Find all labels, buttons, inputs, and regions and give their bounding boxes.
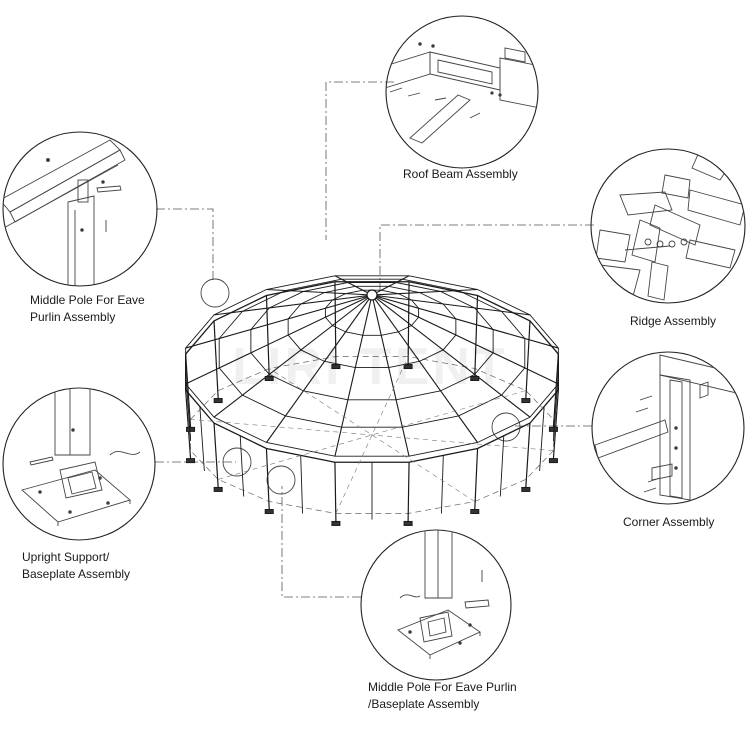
baseplate [213, 486, 223, 492]
baseplate [521, 398, 531, 404]
rafter [371, 294, 559, 349]
label-middle-pole-eave-purlin: Middle Pole For Eave Purlin Assembly [30, 293, 145, 324]
callout-circles [200, 278, 521, 495]
baseplate [403, 364, 413, 370]
upright [334, 281, 337, 365]
callout-upright [222, 447, 252, 477]
rafter [185, 294, 373, 349]
upright [552, 354, 559, 428]
leader-roof [325, 81, 394, 240]
middle-pole [185, 371, 192, 442]
rafter [213, 294, 373, 316]
floor-brace [269, 368, 475, 502]
watermark: LIRI TENT [232, 338, 508, 396]
middle-pole [239, 435, 245, 497]
upright [407, 462, 410, 522]
upright [185, 354, 192, 428]
leader-mid [281, 486, 361, 598]
middle-pole [539, 406, 545, 472]
leader-lines [155, 81, 594, 598]
rafter [371, 294, 531, 316]
rafter [266, 288, 373, 296]
upright [213, 320, 219, 399]
rafter [265, 294, 373, 443]
upright [525, 423, 531, 488]
rafter [213, 294, 373, 418]
upright [213, 423, 219, 488]
label-upright-baseplate: Upright Support/ Baseplate Assembly [22, 550, 131, 581]
purlin-ring [287, 285, 457, 369]
baseplate [264, 375, 274, 381]
baseplate [403, 520, 413, 526]
baseplate [470, 375, 480, 381]
upright [525, 320, 531, 399]
ground-ring [190, 356, 554, 514]
middle-pole [199, 406, 205, 472]
baseplate [548, 458, 558, 464]
tent-frame [185, 275, 559, 526]
rafter [371, 294, 479, 443]
middle-pole [440, 455, 444, 514]
label-ridge-assembly: Ridge Assembly [630, 314, 717, 328]
upright [474, 295, 479, 377]
callout-corner [491, 412, 521, 442]
baseplate [331, 520, 341, 526]
baseplate [521, 486, 531, 492]
callout-eave [200, 278, 230, 308]
label-roof-beam-assembly: Roof Beam Assembly [403, 167, 518, 181]
baseplate [548, 426, 558, 432]
leader-eave [156, 208, 214, 280]
floor-brace [190, 419, 554, 451]
rafter [371, 288, 478, 296]
callout-mid [266, 465, 296, 495]
apex-cap [366, 289, 378, 301]
baseplate [213, 398, 223, 404]
detail-mid-baseplate [360, 529, 512, 681]
leader-ridge [379, 224, 594, 290]
detail-eave-purlin [2, 131, 158, 287]
purlin-ring [250, 282, 494, 401]
purlin-ring [324, 289, 420, 336]
baseplate [470, 509, 480, 515]
middle-pole [499, 435, 505, 497]
baseplate [186, 458, 196, 464]
detail-corner [591, 351, 745, 505]
baseplate [186, 426, 196, 432]
detail-roof-beam [385, 15, 539, 169]
upright [407, 281, 410, 365]
detail-upright-baseplate [2, 387, 156, 541]
label-corner-assembly: Corner Assembly [623, 515, 715, 529]
label-middle-pole-baseplate: Middle Pole For Eave Purlin /Baseplate A… [368, 680, 517, 711]
rafter [371, 294, 410, 457]
rafter [334, 294, 373, 457]
detail-ridge [590, 148, 746, 304]
upright [265, 448, 270, 510]
upright [334, 462, 337, 522]
baseplate [264, 509, 274, 515]
purlin-ring [218, 278, 526, 428]
middle-pole [300, 455, 304, 514]
upright [474, 448, 479, 510]
upright [265, 295, 270, 377]
baseplate [331, 364, 341, 370]
floor-brace [335, 356, 409, 514]
middle-pole [552, 371, 559, 442]
upright [552, 389, 559, 459]
upright [185, 389, 192, 459]
